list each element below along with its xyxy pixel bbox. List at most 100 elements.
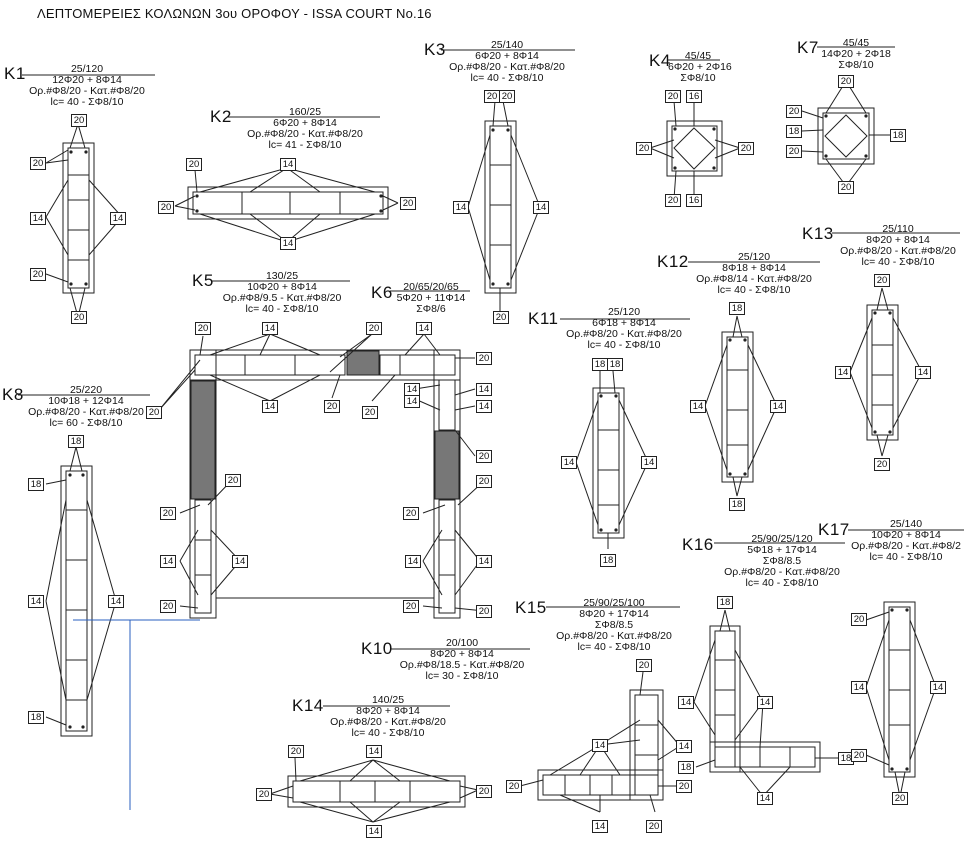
bar-tag: 14 xyxy=(915,366,931,379)
k2-label: K2 xyxy=(210,107,232,126)
bar-tag: 14 xyxy=(30,212,46,225)
bar-tag: 20 xyxy=(838,181,854,194)
bar-tag: 18 xyxy=(28,711,44,724)
bar-tag: 20 xyxy=(636,142,652,155)
bar-tag: 20 xyxy=(838,75,854,88)
bar-tag: 20 xyxy=(851,613,867,626)
bar-tag: 20 xyxy=(225,474,241,487)
bar-tag: 14 xyxy=(232,555,248,568)
bar-tag: 18 xyxy=(592,358,608,371)
k14-label: K14 xyxy=(292,696,324,715)
k1-section xyxy=(45,123,123,318)
bar-tag: 18 xyxy=(729,302,745,315)
k17-section xyxy=(865,601,937,798)
bar-tag: 14 xyxy=(851,681,867,694)
bar-tag: 20 xyxy=(851,749,867,762)
bar-tag: 20 xyxy=(499,90,515,103)
bar-tag: 20 xyxy=(476,605,492,618)
bar-tag: 20 xyxy=(403,600,419,613)
bar-tag: 14 xyxy=(476,400,492,413)
bar-tag: 20 xyxy=(676,780,692,793)
bar-tag: 14 xyxy=(280,237,296,250)
bar-tag: 18 xyxy=(678,761,694,774)
bar-tag: 14 xyxy=(561,456,577,469)
k11-section xyxy=(575,370,649,549)
k4-section xyxy=(649,100,741,200)
bar-tag: 18 xyxy=(68,435,84,448)
bar-tag: 20 xyxy=(400,197,416,210)
bar-tag: 16 xyxy=(686,90,702,103)
bar-tag: 20 xyxy=(30,268,46,281)
k14-section xyxy=(269,757,479,823)
k8-label: K8 xyxy=(2,385,24,404)
bar-tag: 20 xyxy=(146,406,162,419)
bar-tag: 18 xyxy=(607,358,623,371)
bar-tag: 14 xyxy=(757,792,773,805)
k16-section xyxy=(693,609,838,797)
bar-tag: 20 xyxy=(476,785,492,798)
bar-tag: 16 xyxy=(686,194,702,207)
k7-section xyxy=(801,80,890,187)
k1-header: 25/120 12Φ20 + 8Φ14 Ορ.#Φ8/20 - Κατ.#Φ8/… xyxy=(22,64,152,108)
bar-tag: 20 xyxy=(403,507,419,520)
bar-tag: 20 xyxy=(786,105,802,118)
bar-tag: 14 xyxy=(676,740,692,753)
bar-tag: 14 xyxy=(678,696,694,709)
bar-tag: 20 xyxy=(786,145,802,158)
k16-label: K16 xyxy=(682,535,714,554)
k3-section xyxy=(467,100,541,311)
bar-tag: 20 xyxy=(71,114,87,127)
bar-tag: 14 xyxy=(28,595,44,608)
bar-tag: 14 xyxy=(416,322,432,335)
bar-tag: 20 xyxy=(874,274,890,287)
k10-label: K10 xyxy=(361,639,393,658)
k8-section xyxy=(45,446,200,810)
bar-tag: 20 xyxy=(476,352,492,365)
bar-tag: 14 xyxy=(690,400,706,413)
bar-tag: 20 xyxy=(665,90,681,103)
bar-tag: 20 xyxy=(288,745,304,758)
bar-tag: 14 xyxy=(262,322,278,335)
bar-tag: 14 xyxy=(835,366,851,379)
bar-tag: 20 xyxy=(186,158,202,171)
bar-tag: 14 xyxy=(366,825,382,838)
k15-label: K15 xyxy=(515,598,547,617)
bar-tag: 20 xyxy=(636,659,652,672)
bar-tag: 14 xyxy=(533,201,549,214)
k13-label: K13 xyxy=(802,224,834,243)
bar-tag: 18 xyxy=(786,125,802,138)
bar-tag: 14 xyxy=(110,212,126,225)
k15-section xyxy=(519,671,681,813)
bar-tag: 14 xyxy=(280,158,296,171)
k6-label: K6 xyxy=(371,283,393,302)
k1-lc: lc= 40 - ΣΦ8/10 xyxy=(50,96,124,108)
bar-tag: 14 xyxy=(476,383,492,396)
bar-tag: 20 xyxy=(160,507,176,520)
bar-tag: 20 xyxy=(256,788,272,801)
k2-section xyxy=(174,167,399,243)
bar-tag: 20 xyxy=(484,90,500,103)
bar-tag: 14 xyxy=(108,595,124,608)
bar-tag: 18 xyxy=(600,554,616,567)
k3-label: K3 xyxy=(424,40,446,59)
bar-tag: 18 xyxy=(838,752,854,765)
bar-tag: 20 xyxy=(646,820,662,833)
bar-tag: 14 xyxy=(770,400,786,413)
bar-tag: 20 xyxy=(892,792,908,805)
bar-tag: 14 xyxy=(592,820,608,833)
bar-tag: 14 xyxy=(592,739,608,752)
bar-tag: 14 xyxy=(757,696,773,709)
